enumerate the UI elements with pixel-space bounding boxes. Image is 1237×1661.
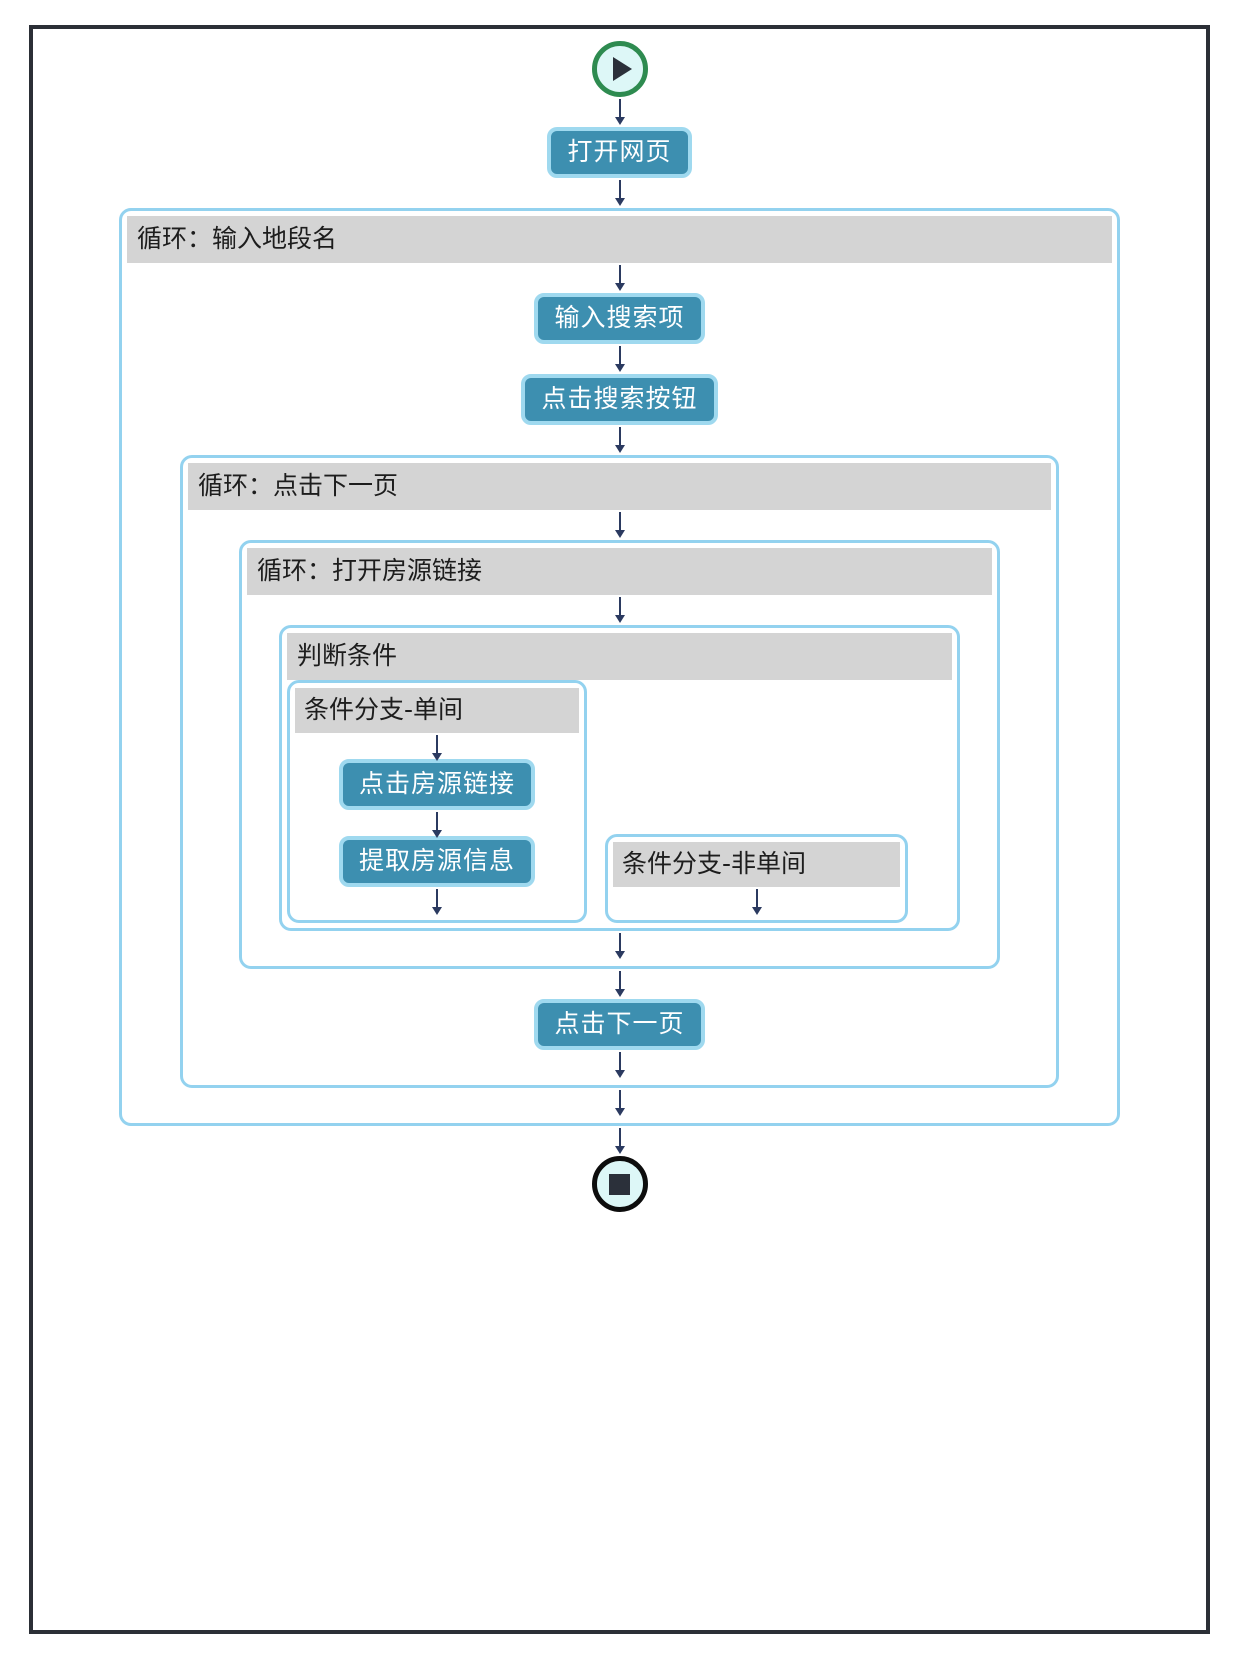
loop-open-listing-title: 循环：打开房源链接 xyxy=(247,548,992,595)
step-click-next-page[interactable]: 点击下一页 xyxy=(534,999,705,1050)
loop-district-container[interactable]: 循环：输入地段名 输入搜索项 点击搜索按钮 循环：点击下一页 xyxy=(119,208,1120,1126)
step-open-page[interactable]: 打开网页 xyxy=(547,127,692,178)
arrow-loop-district-exit-to-end xyxy=(613,1126,627,1156)
loop-district-title: 循环：输入地段名 xyxy=(127,216,1112,263)
arrow-to-input-search-term xyxy=(613,263,627,293)
arrow-to-loop-next-page xyxy=(613,425,627,455)
arrow-branch-single-exit xyxy=(430,887,444,915)
step-click-listing-link[interactable]: 点击房源链接 xyxy=(338,759,535,810)
arrow-condition-exit xyxy=(613,931,627,961)
arrow-to-loop-open-listing xyxy=(613,510,627,540)
step-click-search-button[interactable]: 点击搜索按钮 xyxy=(521,374,718,425)
step-input-search-term[interactable]: 输入搜索项 xyxy=(534,293,705,344)
arrow-branch-non-single-exit xyxy=(750,887,764,915)
arrow-to-click-search-button xyxy=(613,344,627,374)
loop-next-page-body: 循环：打开房源链接 判断条件 xyxy=(188,510,1051,1080)
arrow-loop-open-listing-exit xyxy=(613,969,627,999)
end-node[interactable] xyxy=(591,1156,648,1212)
stop-icon xyxy=(609,1173,630,1195)
arrow-to-condition xyxy=(613,595,627,625)
branch-non-single-title: 条件分支-非单间 xyxy=(613,842,900,887)
diagram-frame: 打开网页 循环：输入地段名 输入搜索项 点击搜索按钮 循环：点击下一页 xyxy=(29,25,1210,1634)
flow-root: 打开网页 循环：输入地段名 输入搜索项 点击搜索按钮 循环：点击下一页 xyxy=(33,29,1206,1212)
loop-next-page-container[interactable]: 循环：点击下一页 循环：打开房源链接 判断条件 xyxy=(180,455,1059,1088)
loop-open-listing-container[interactable]: 循环：打开房源链接 判断条件 xyxy=(239,540,1000,969)
loop-next-page-title: 循环：点击下一页 xyxy=(188,463,1051,510)
step-extract-listing-info[interactable]: 提取房源信息 xyxy=(338,836,535,887)
loop-district-body: 输入搜索项 点击搜索按钮 循环：点击下一页 循环：打开房源链接 xyxy=(127,263,1112,1118)
play-icon xyxy=(613,57,632,81)
branch-single-container[interactable]: 条件分支-单间 点击房源链接 提取房源信息 xyxy=(287,680,587,923)
arrow-to-extract-listing-info xyxy=(430,810,444,838)
branch-non-single-body xyxy=(613,887,900,915)
condition-title: 判断条件 xyxy=(287,633,952,680)
branch-non-single-container[interactable]: 条件分支-非单间 xyxy=(605,834,908,923)
arrow-loop-next-page-exit xyxy=(613,1088,627,1118)
loop-open-listing-body: 判断条件 条件分支-单间 点击房源链接 xyxy=(247,595,992,961)
arrow-to-click-listing-link xyxy=(430,733,444,761)
arrow-start-to-open-page xyxy=(613,97,627,127)
arrow-open-page-to-loop-district xyxy=(613,178,627,208)
arrow-click-next-page-exit xyxy=(613,1050,627,1080)
condition-branch-row: 条件分支-单间 点击房源链接 提取房源信息 xyxy=(287,680,952,923)
condition-container[interactable]: 判断条件 条件分支-单间 点击房源链接 xyxy=(279,625,960,931)
start-node[interactable] xyxy=(591,41,648,97)
branch-single-title: 条件分支-单间 xyxy=(295,688,579,733)
branch-single-body: 点击房源链接 提取房源信息 xyxy=(295,733,579,915)
